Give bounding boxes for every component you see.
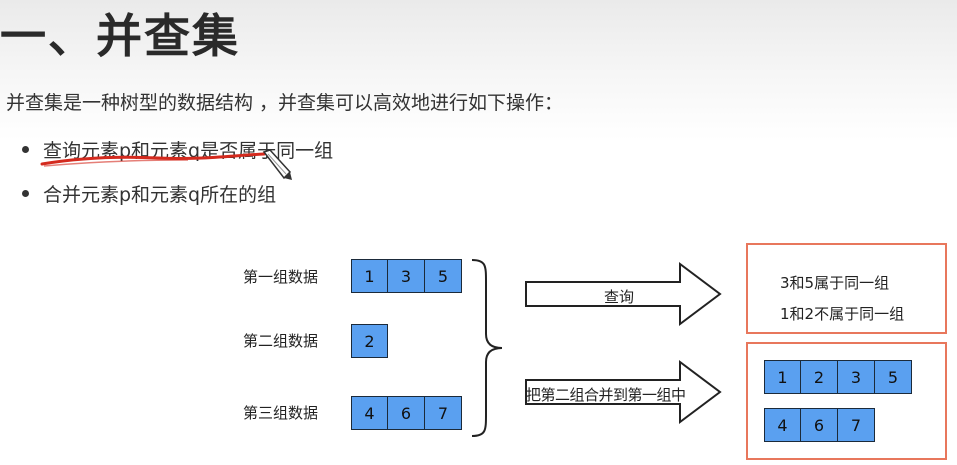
query-result-line: 3和5属于同一组: [780, 274, 890, 292]
cell: 6: [801, 408, 838, 442]
query-arrow: [525, 262, 722, 326]
cell: 7: [838, 408, 875, 442]
merged-row-1: 1 2 3 5: [764, 360, 912, 394]
curly-brace-icon: [471, 259, 503, 437]
group-2-cells: 2: [351, 324, 388, 358]
group-1-cells: 1 3 5: [351, 259, 462, 293]
bullet-dot-icon: [22, 146, 29, 153]
intro-text: 并查集是一种树型的数据结构 ，并查集可以高效地进行如下操作：: [6, 92, 564, 114]
cell: 6: [388, 396, 425, 430]
bullet-dot-icon: [22, 190, 29, 197]
bullet-text: 合并元素p和元素q所在的组: [43, 184, 277, 206]
cell: 4: [351, 396, 388, 430]
merged-row-2: 4 6 7: [764, 408, 875, 442]
merge-arrow: [525, 360, 722, 424]
cell: 3: [838, 360, 875, 394]
query-result-line: 1和2不属于同一组: [780, 305, 905, 323]
group-label-2: 第二组数据: [243, 332, 319, 350]
bullet-item-merge: 合并元素p和元素q所在的组: [22, 180, 276, 207]
cell: 5: [425, 259, 462, 293]
query-arrow-label: 查询: [604, 288, 635, 306]
group-label-1: 第一组数据: [243, 268, 319, 286]
group-3-cells: 4 6 7: [351, 396, 462, 430]
cell: 5: [875, 360, 912, 394]
merge-arrow-label: 把第二组合并到第一组中: [526, 386, 686, 404]
page-title: 一、并查集: [0, 9, 240, 63]
cell: 4: [764, 408, 801, 442]
cell: 2: [351, 324, 388, 358]
query-result-box: [746, 243, 947, 334]
cell: 3: [388, 259, 425, 293]
group-label-3: 第三组数据: [243, 404, 319, 422]
cell: 1: [764, 360, 801, 394]
cell: 7: [425, 396, 462, 430]
red-underline-annotation: [40, 152, 266, 167]
cell: 2: [801, 360, 838, 394]
cell: 1: [351, 259, 388, 293]
pen-cursor-icon: [262, 149, 292, 180]
